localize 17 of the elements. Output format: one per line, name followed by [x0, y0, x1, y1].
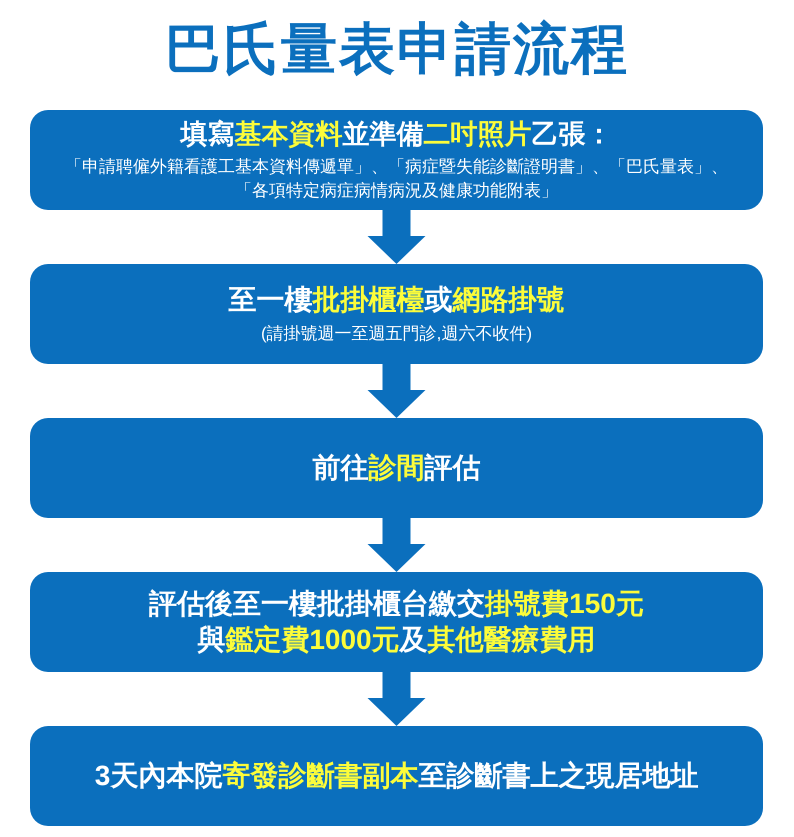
down-arrow: [368, 672, 426, 726]
diagram-title: 巴氏量表申請流程: [165, 16, 629, 82]
down-arrow: [368, 210, 426, 264]
step-heading: 3天內本院寄發診斷書副本至診斷書上之現居地址: [94, 758, 698, 793]
process-box: [30, 264, 763, 364]
step-heading: 評估後至一樓批掛櫃台繳交掛號費150元與鑑定費1000元及其他醫療費用: [148, 586, 645, 657]
process-box: [30, 572, 763, 672]
step-heading: 前往診間評估: [312, 450, 480, 485]
step-heading: 至一樓批掛櫃檯或網路掛號: [228, 283, 564, 318]
step-note: 「申請聘僱外籍看護工基本資料傳遞單」、「病症暨失能診斷證明書」、「巴氏量表」、「各項特定病症病情病況及健康功能附表」: [64, 156, 729, 202]
down-arrow: [368, 518, 426, 572]
process-box: [30, 726, 763, 826]
step-note: (請掛號週一至週五門診,週六不收件): [260, 322, 532, 345]
step-heading: 填寫基本資料並準備二吋照片乙張：: [180, 118, 612, 151]
down-arrow: [368, 364, 426, 418]
process-box: [30, 418, 763, 518]
process-box: [30, 110, 763, 210]
